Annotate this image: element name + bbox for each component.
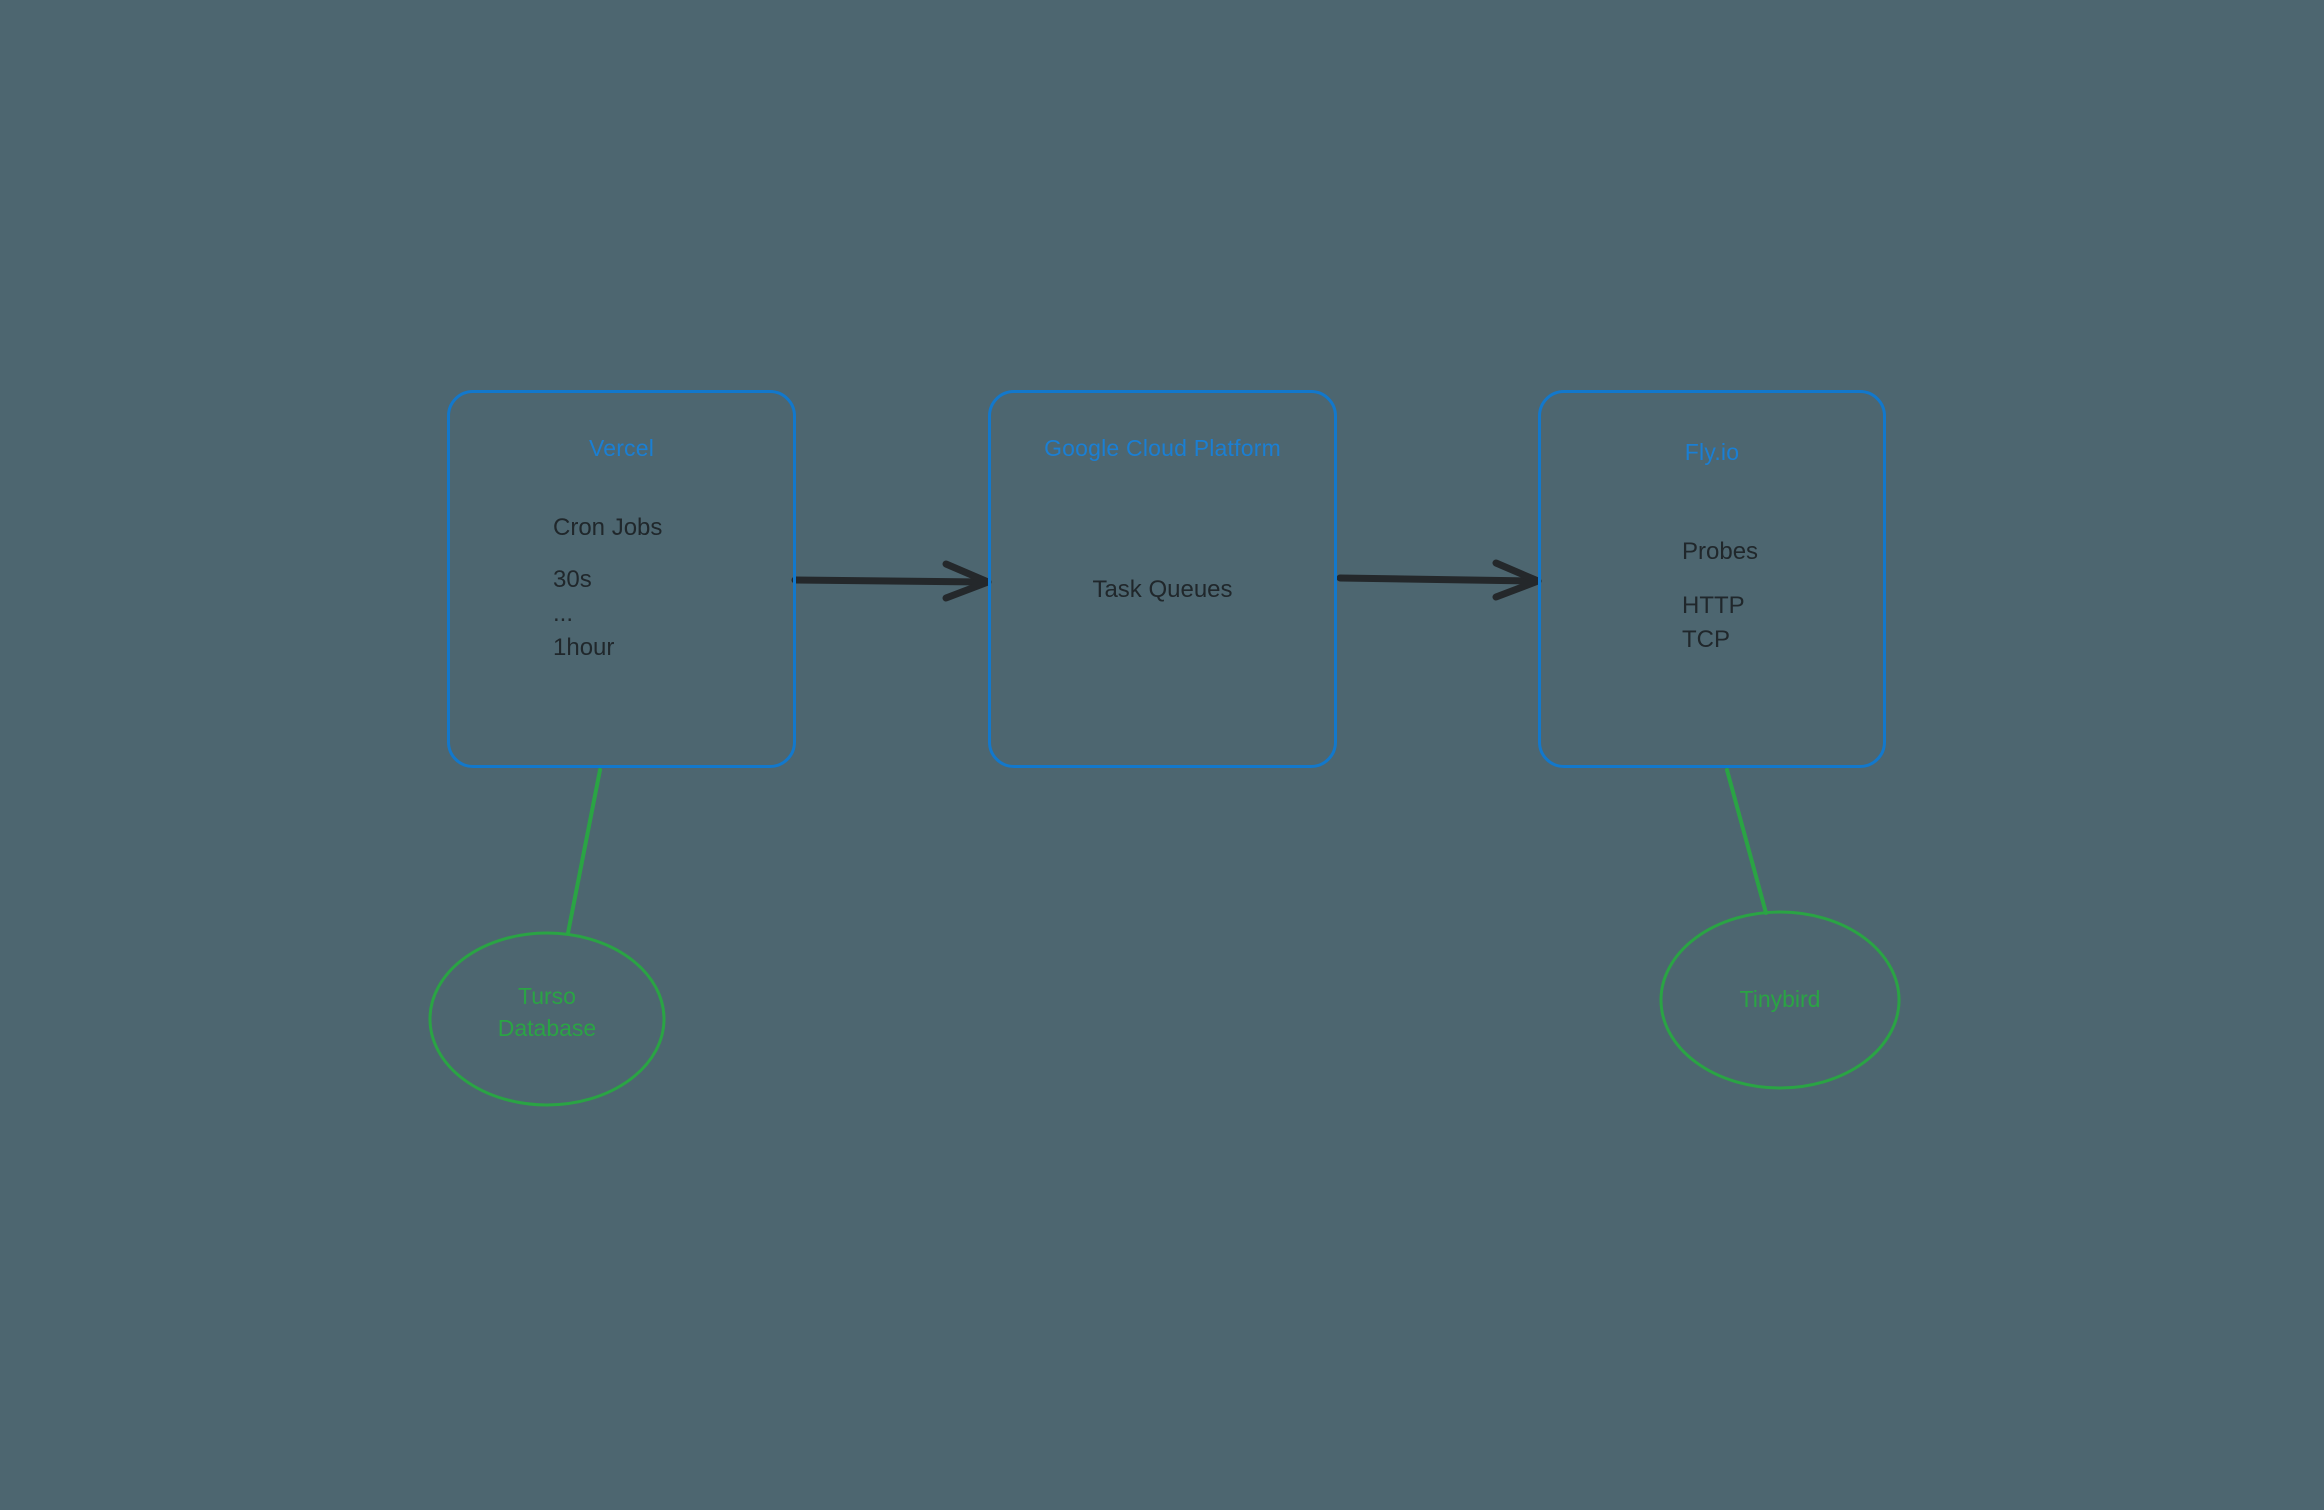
group-box-flyio[interactable]: Fly.io Probes HTTP TCP	[1538, 390, 1886, 768]
group-title-flyio: Fly.io	[1684, 439, 1740, 465]
store-label-turso: Turso Database	[497, 983, 597, 1041]
arrow-vercel-to-gcp	[791, 560, 992, 602]
store-label-tinybird: Tinybird	[1739, 986, 1821, 1012]
group-title-gcp: Google Cloud Platform	[1044, 435, 1281, 461]
store-ellipse-tinybird[interactable]	[1659, 910, 1901, 1090]
ellipse-shapes	[428, 910, 1901, 1107]
link-vercel-to-turso	[566, 768, 602, 935]
node-label-schedule: 30s ... 1hour	[553, 566, 615, 662]
green-connector-lines	[566, 768, 1768, 935]
node-label-probes: Probes	[1682, 538, 1759, 565]
group-box-vercel[interactable]: Vercel Cron Jobs 30s ... 1hour	[447, 390, 796, 768]
node-label-task-queues: Task Queues	[1092, 576, 1233, 603]
store-ellipse-turso[interactable]	[428, 931, 666, 1107]
node-label-protocols: HTTP TCP	[1682, 592, 1745, 654]
arrow-gcp-to-flyio	[1336, 559, 1542, 601]
group-box-gcp[interactable]: Google Cloud Platform Task Queues	[988, 390, 1337, 768]
group-title-vercel: Vercel	[588, 435, 655, 461]
link-flyio-to-tinybird	[1725, 768, 1768, 915]
node-label-cron-jobs: Cron Jobs	[553, 514, 663, 541]
